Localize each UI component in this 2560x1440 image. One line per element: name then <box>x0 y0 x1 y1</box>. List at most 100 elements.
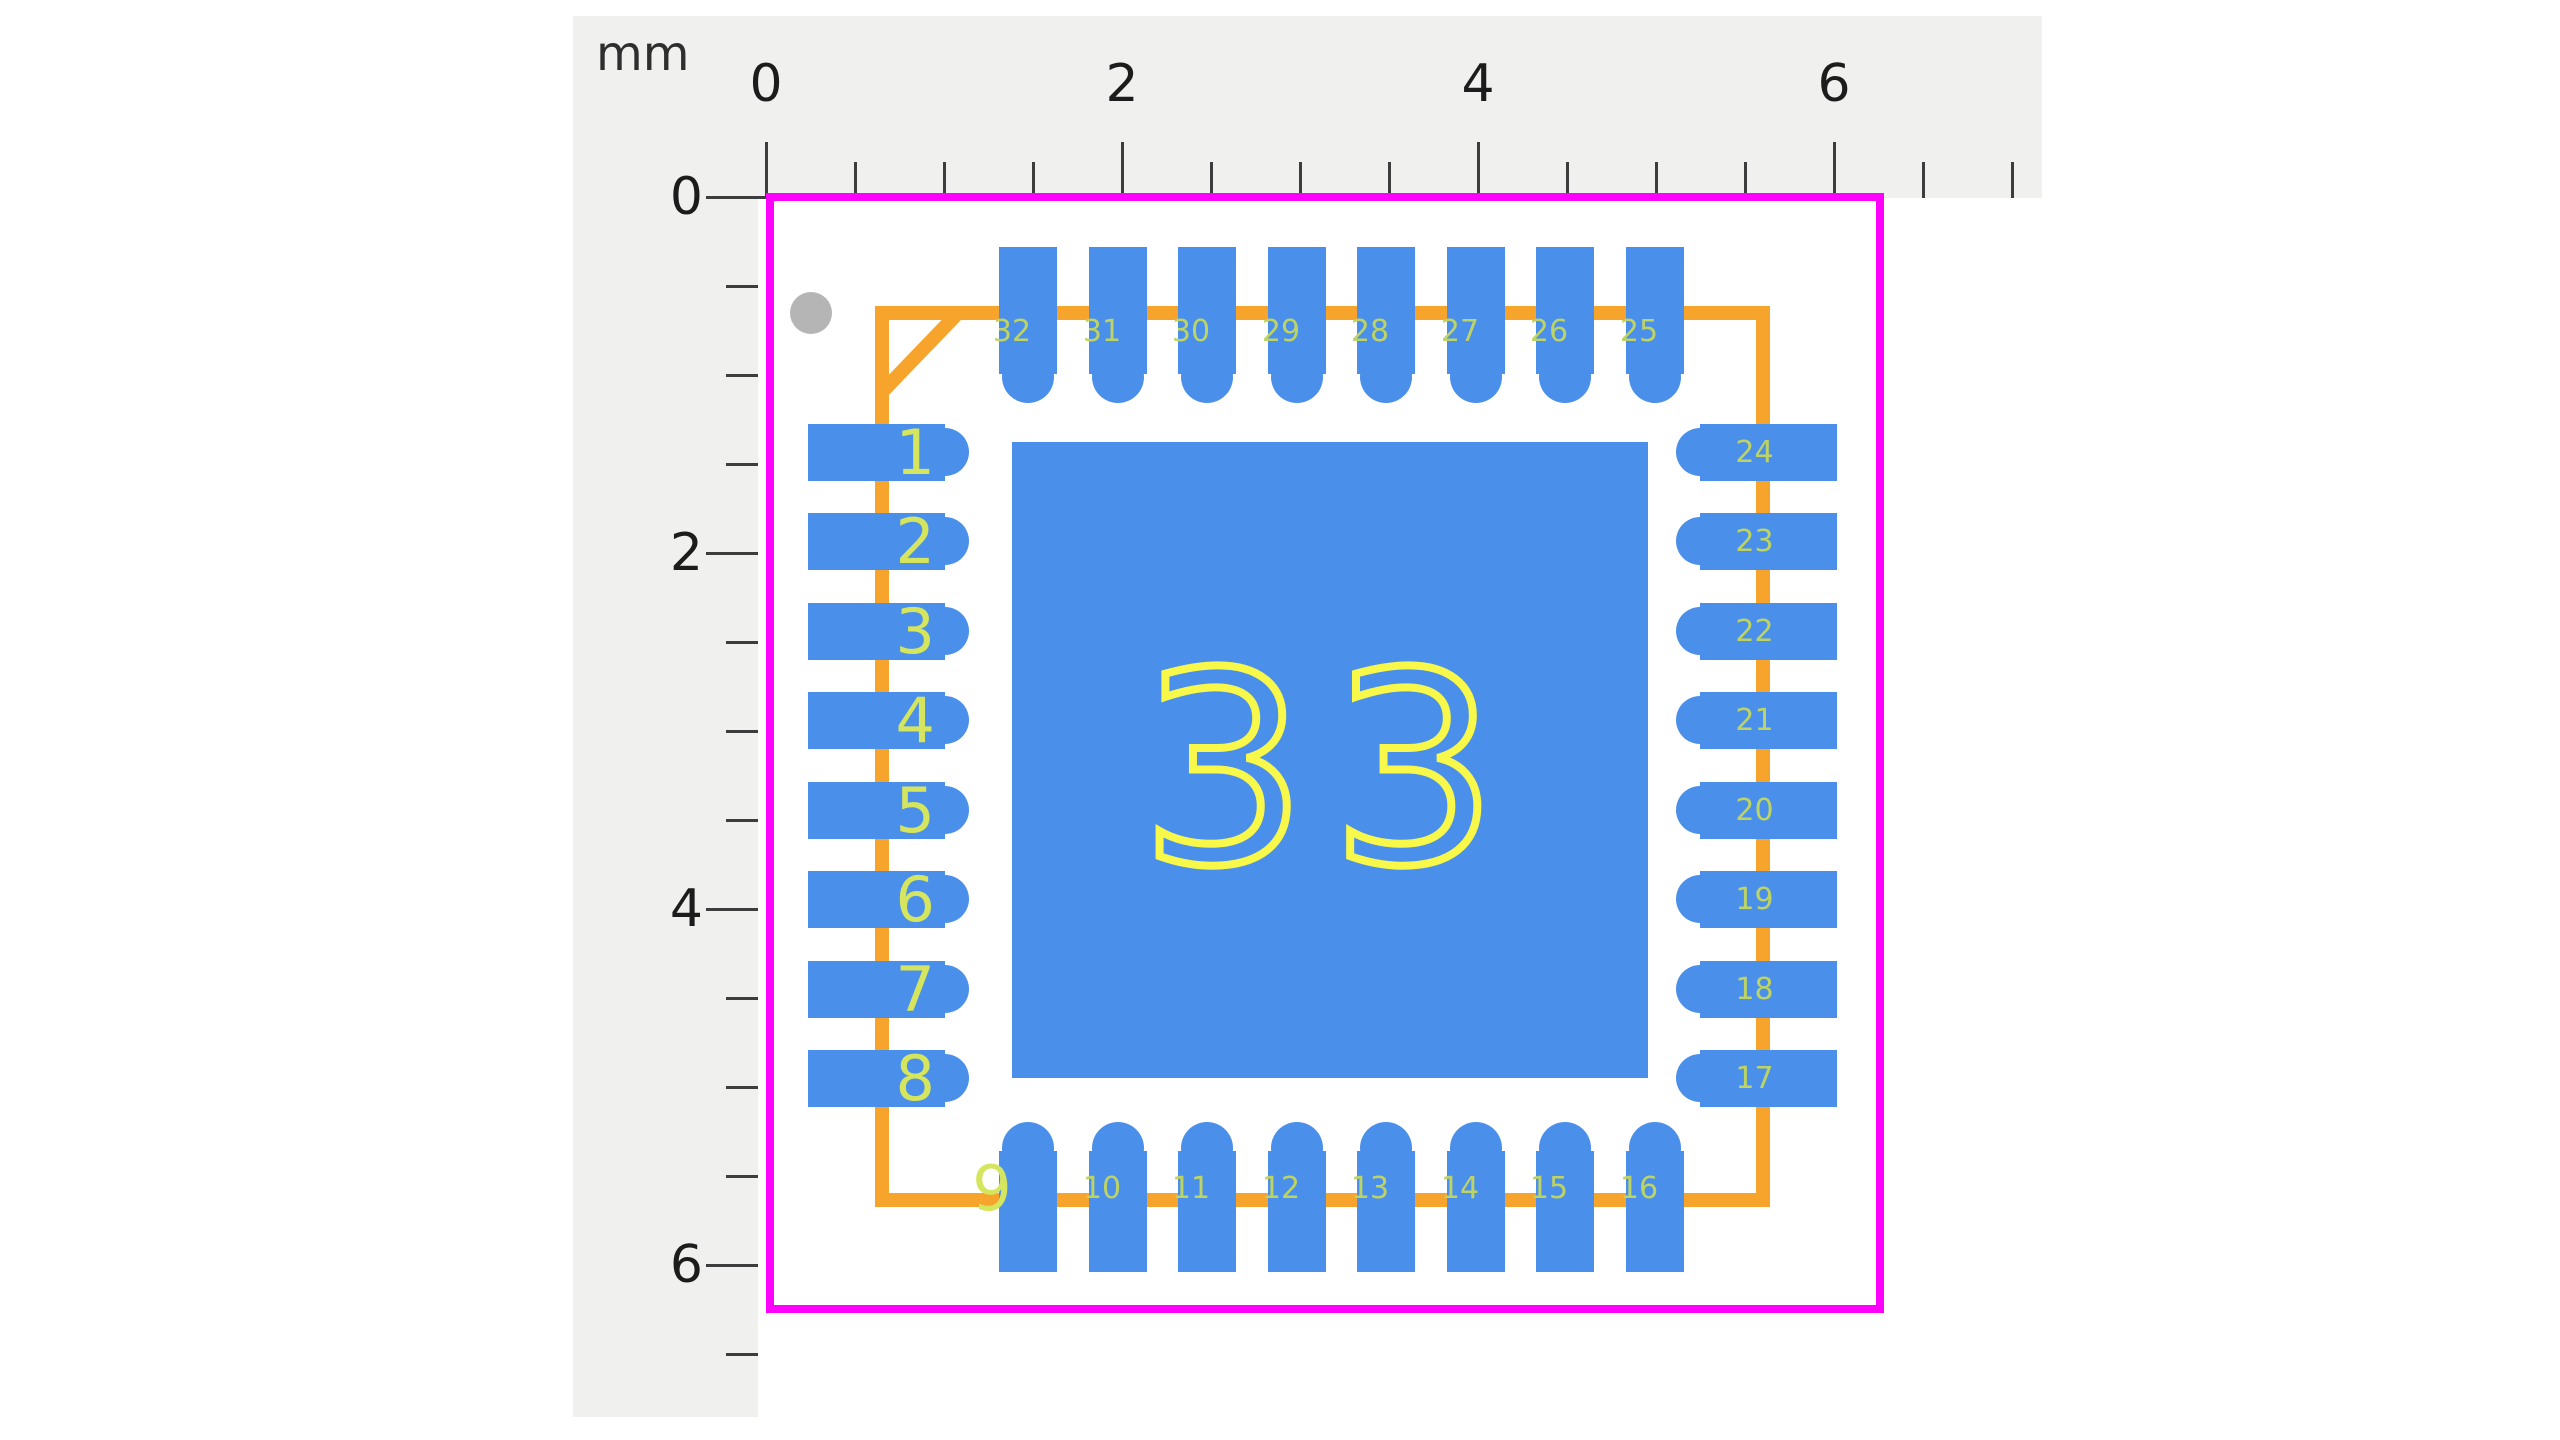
ruler-tick-major <box>1477 142 1480 198</box>
pad-28: 28 <box>1351 247 1415 403</box>
pad-23: 23 <box>1676 513 1837 570</box>
pad-24: 24 <box>1676 424 1837 481</box>
ruler-unit-label: mm <box>596 26 690 82</box>
pad-number: 32 <box>992 314 1032 349</box>
ruler-tick-minor <box>1655 162 1658 198</box>
pad-shape <box>921 875 969 923</box>
pad-shape <box>1181 351 1233 403</box>
pad-number: 27 <box>1440 314 1480 349</box>
pad-shape <box>1450 351 1502 403</box>
pad-number: 19 <box>1735 882 1774 917</box>
ruler-tick-minor <box>726 730 758 733</box>
pad-number: 16 <box>1619 1171 1659 1206</box>
ruler-tick-minor <box>1210 162 1213 198</box>
pad-16: 16 <box>1620 1122 1684 1272</box>
pad-number: 23 <box>1735 524 1774 559</box>
pad-number: 6 <box>895 863 935 936</box>
pad-shape <box>1676 1054 1724 1102</box>
pad-number: 5 <box>895 774 935 847</box>
ruler-number: 6 <box>1817 54 1851 114</box>
ruler-number: 2 <box>669 523 703 583</box>
ruler-tick-minor <box>1299 162 1302 198</box>
pad-2: 2 <box>808 505 969 578</box>
pad-shape <box>1676 428 1724 476</box>
ruler-number: 6 <box>669 1235 703 1295</box>
pad-shape <box>1626 1151 1684 1272</box>
pad-shape <box>1357 1151 1415 1272</box>
pad-7: 7 <box>808 953 969 1026</box>
ruler-tick-minor <box>726 1175 758 1178</box>
pad-25: 25 <box>1620 247 1684 403</box>
pad-number: 20 <box>1735 793 1774 828</box>
ruler-tick-major <box>1833 142 1836 198</box>
ruler-tick-minor <box>726 641 758 644</box>
pad-shape <box>921 428 969 476</box>
ruler-tick-major <box>706 1264 758 1267</box>
pad-number: 12 <box>1261 1171 1301 1206</box>
pad-5: 5 <box>808 774 969 847</box>
pad-number: 31 <box>1082 314 1122 349</box>
pad-number: 18 <box>1735 972 1774 1007</box>
pin1-dot <box>790 292 832 334</box>
pad-shape <box>1539 351 1591 403</box>
ruler-tick-major <box>706 908 758 911</box>
pad-number: 22 <box>1735 614 1774 649</box>
pad-12: 12 <box>1262 1122 1326 1272</box>
pad-shape <box>1271 351 1323 403</box>
pad-31: 31 <box>1083 247 1147 403</box>
pad-shape <box>1092 351 1144 403</box>
pad-shape <box>1676 607 1724 655</box>
pad-26: 26 <box>1530 247 1594 403</box>
pad-number: 9 <box>972 1152 1012 1225</box>
pad-shape <box>1002 351 1054 403</box>
pad-shape <box>921 517 969 565</box>
pad-number: 14 <box>1440 1171 1480 1206</box>
ruler-tick-minor <box>1922 162 1925 198</box>
pad-shape <box>1676 965 1724 1013</box>
pad-number: 13 <box>1350 1171 1390 1206</box>
ruler-number: 0 <box>749 54 783 114</box>
thermal-pad-label-svg: 33 <box>1135 613 1502 929</box>
pad-3: 3 <box>808 601 969 663</box>
ruler-tick-major <box>706 552 758 555</box>
ruler-tick-minor <box>1744 162 1747 198</box>
pad-shape <box>1676 786 1724 834</box>
pad-shape <box>1089 1151 1147 1272</box>
ruler-number: 4 <box>1461 54 1495 114</box>
pad-19: 19 <box>1676 871 1837 928</box>
pad-11: 11 <box>1172 1122 1236 1272</box>
pad-number: 2 <box>895 505 935 578</box>
ruler-tick-major <box>706 196 768 199</box>
pad-shape <box>921 696 969 744</box>
pad-shape <box>921 965 969 1013</box>
pad-number: 26 <box>1529 314 1569 349</box>
pad-shape <box>921 786 969 834</box>
pad-number: 1 <box>895 416 935 489</box>
pad-30: 30 <box>1172 247 1236 403</box>
pad-shape <box>999 1151 1057 1272</box>
pad-shape <box>1676 696 1724 744</box>
pad-number: 17 <box>1735 1061 1774 1096</box>
pad-29: 29 <box>1262 247 1326 403</box>
ruler-number: 2 <box>1105 54 1139 114</box>
pad-number: 8 <box>895 1042 935 1115</box>
pad-number: 28 <box>1350 314 1390 349</box>
ruler-tick-minor <box>726 463 758 466</box>
ruler-tick-major <box>1121 142 1124 198</box>
ruler-tick-minor <box>726 374 758 377</box>
pad-17: 17 <box>1676 1050 1837 1107</box>
pad-14: 14 <box>1441 1122 1505 1272</box>
ruler-tick-minor <box>854 162 857 198</box>
pad-10: 10 <box>1083 1122 1147 1272</box>
pad-number: 25 <box>1619 314 1659 349</box>
pad-number: 11 <box>1171 1171 1211 1206</box>
pad-number: 7 <box>895 953 935 1026</box>
ruler-tick-minor <box>2011 162 2014 198</box>
pad-18: 18 <box>1676 961 1837 1018</box>
pad-number: 15 <box>1529 1171 1569 1206</box>
ruler-tick-minor <box>726 997 758 1000</box>
pad-20: 20 <box>1676 782 1837 839</box>
pad-27: 27 <box>1441 247 1505 403</box>
ruler-tick-minor <box>726 1353 758 1356</box>
